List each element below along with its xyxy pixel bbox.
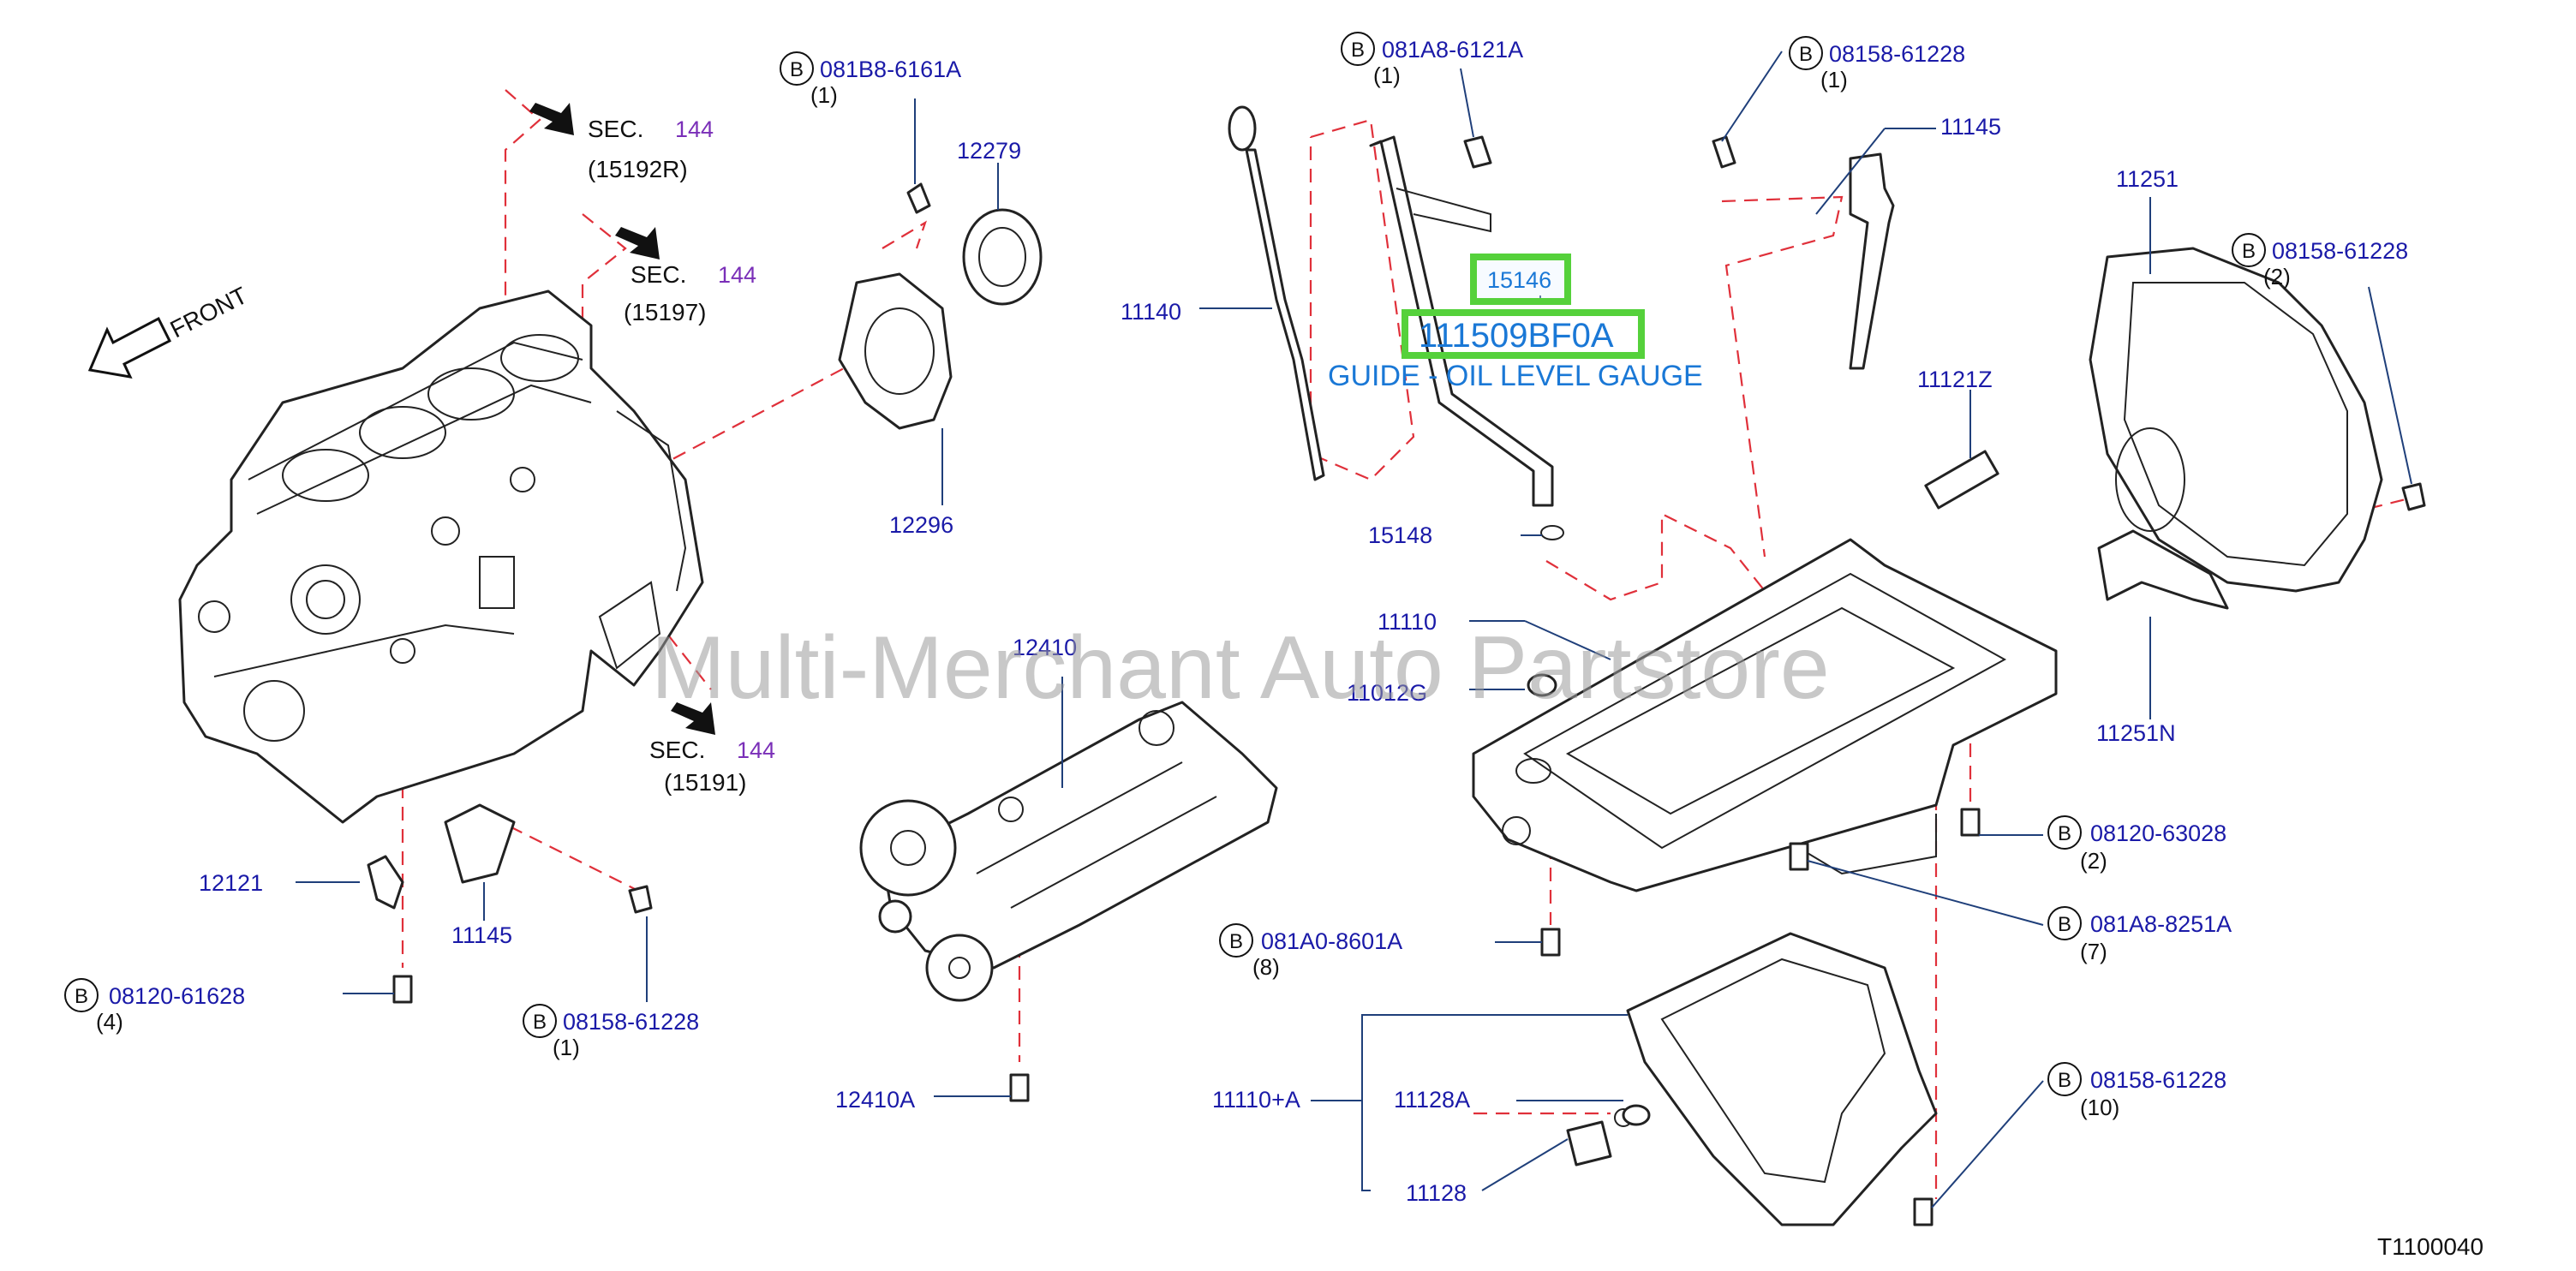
bolt-part-number: 081A8-8251A xyxy=(2090,911,2232,937)
dipstick-drawing xyxy=(1228,105,1325,481)
bolt-part-number: 081A8-6121A xyxy=(1382,37,1523,63)
part-label[interactable]: 11128A xyxy=(1394,1087,1470,1113)
rear-oil-seal-drawing xyxy=(838,208,1043,430)
diagram-code: T1100040 xyxy=(2377,1233,2483,1260)
part-label[interactable]: 11251N xyxy=(2096,720,2176,746)
bolt-quantity: (8) xyxy=(1252,954,1280,980)
part-label[interactable]: 11121Z xyxy=(1917,367,1993,392)
part-label[interactable]: 11251 xyxy=(2116,166,2179,192)
section-ref-2: SEC. 144 (15197) xyxy=(615,227,756,325)
part-label[interactable]: 11012G xyxy=(1347,680,1427,706)
bolt-badge: B xyxy=(1229,930,1243,953)
part-label[interactable]: 11145 xyxy=(451,922,512,948)
lower-oil-pan-drawing xyxy=(1614,932,1938,1226)
section-arrow-icon xyxy=(529,103,574,135)
part-label[interactable]: 15148 xyxy=(1368,522,1432,548)
bolt-part-number: 08158-61228 xyxy=(2090,1067,2226,1093)
tube-11145-drawing xyxy=(1849,152,1895,370)
bolt-badge: B xyxy=(1351,39,1365,62)
bolt-part-number: 081B8-6161A xyxy=(820,57,961,82)
cylinder-block-drawing xyxy=(178,289,704,824)
bolt-badge: B xyxy=(533,1011,547,1034)
section-arrow-icon xyxy=(671,702,715,735)
bolt-quantity: (2) xyxy=(2263,264,2291,289)
gauge-guide-drawing xyxy=(1369,135,1564,540)
bolt-quantity: (7) xyxy=(2080,939,2107,964)
section-ref: (15191) xyxy=(664,769,747,796)
bolt-callout[interactable]: B 081A8-8251A (7) xyxy=(2047,906,2232,964)
part-label[interactable]: 11145 xyxy=(1940,114,2001,140)
front-label: FRONT xyxy=(166,282,252,343)
bolt-callout[interactable]: B 08158-61228 (10) xyxy=(2047,1062,2226,1120)
leader-lines xyxy=(296,51,2412,1208)
highlighted-part[interactable]: 15146 111509BF0A GUIDE - OIL LEVEL GAUGE xyxy=(1328,254,1703,392)
bolt-quantity: (2) xyxy=(2080,848,2107,874)
front-arrow-icon xyxy=(87,316,172,379)
part-label[interactable]: 11110+A xyxy=(1212,1087,1300,1113)
small-parts xyxy=(367,135,2426,1226)
bolt-quantity: (10) xyxy=(2080,1095,2119,1120)
section-label: SEC. xyxy=(588,116,643,142)
bolt-badge: B xyxy=(2242,240,2256,263)
bolt-part-number: 08120-63028 xyxy=(2090,820,2226,846)
section-label: SEC. xyxy=(631,261,686,288)
part-label[interactable]: 12296 xyxy=(889,512,953,538)
bolt-quantity: (4) xyxy=(96,1009,123,1035)
highlight-part-name: GUIDE - OIL LEVEL GAUGE xyxy=(1328,360,1703,392)
part-label[interactable]: 12121 xyxy=(199,870,263,896)
bolt-badge: B xyxy=(2058,1069,2071,1092)
bolt-callout[interactable]: B 081A8-6121A (1) xyxy=(1341,32,1523,88)
part-label[interactable]: 12279 xyxy=(957,138,1021,164)
part-label[interactable]: 12410 xyxy=(1013,635,1077,660)
watermark: Multi-Merchant Auto Partstore xyxy=(651,618,1830,718)
bolt-callout[interactable]: B 08120-63028 (2) xyxy=(2047,815,2226,874)
bolt-callout[interactable]: B 08158-61228 (1) xyxy=(1789,36,1965,92)
section-ref-3: SEC. 144 (15191) xyxy=(649,702,775,796)
bolt-badge: B xyxy=(1799,43,1813,66)
section-number: 144 xyxy=(718,262,756,288)
rear-plate-drawing xyxy=(2089,247,2383,610)
bolt-quantity: (1) xyxy=(553,1035,580,1060)
bolt-quantity: (1) xyxy=(810,82,838,108)
bolt-callout[interactable]: B 081B8-6161A (1) xyxy=(780,51,961,108)
highlight-part-number: 111509BF0A xyxy=(1419,317,1614,355)
section-ref: (15192R) xyxy=(588,156,688,182)
bolt-callout[interactable]: B 08158-61228 (1) xyxy=(523,1004,699,1060)
oil-pump-drawing xyxy=(859,701,1278,1002)
front-indicator: FRONT xyxy=(87,282,252,379)
bolt-quantity: (1) xyxy=(1820,67,1848,92)
section-arrow-icon xyxy=(615,227,660,260)
part-label[interactable]: 12410A xyxy=(835,1087,915,1113)
bolt-badge: B xyxy=(790,58,804,81)
part-label[interactable]: 11140 xyxy=(1121,299,1181,325)
bolt-callout[interactable]: B 081A0-8601A (8) xyxy=(1219,923,1402,980)
section-label: SEC. xyxy=(649,737,705,763)
bolt-badge: B xyxy=(75,985,88,1008)
bolt-part-number: 08120-61628 xyxy=(109,983,245,1009)
section-number: 144 xyxy=(675,116,714,142)
section-number: 144 xyxy=(737,737,775,763)
part-label[interactable]: 11128 xyxy=(1406,1180,1467,1206)
upper-oil-pan-drawing xyxy=(1472,538,2058,892)
bolt-quantity: (1) xyxy=(1373,63,1401,88)
bolt-callout[interactable]: B 08158-61228 (2) xyxy=(2232,233,2408,289)
highlight-small-part-number: 15146 xyxy=(1487,267,1551,293)
part-label[interactable]: 11110 xyxy=(1378,609,1437,635)
part-labels: 12279 12296 11140 15148 11145 11251 1112… xyxy=(199,114,2179,1206)
section-ref-1: SEC. 144 (15192R) xyxy=(529,103,714,182)
bolt-part-number: 08158-61228 xyxy=(2272,238,2408,264)
bolt-part-number: 08158-61228 xyxy=(563,1009,699,1035)
bolt-part-number: 081A0-8601A xyxy=(1261,928,1402,954)
bolt-badge: B xyxy=(2058,822,2071,845)
bolt-part-number: 08158-61228 xyxy=(1829,41,1965,67)
bolt-callout[interactable]: B 08120-61628 (4) xyxy=(64,978,245,1035)
bolt-badge: B xyxy=(2058,913,2071,936)
section-ref: (15197) xyxy=(624,299,707,325)
